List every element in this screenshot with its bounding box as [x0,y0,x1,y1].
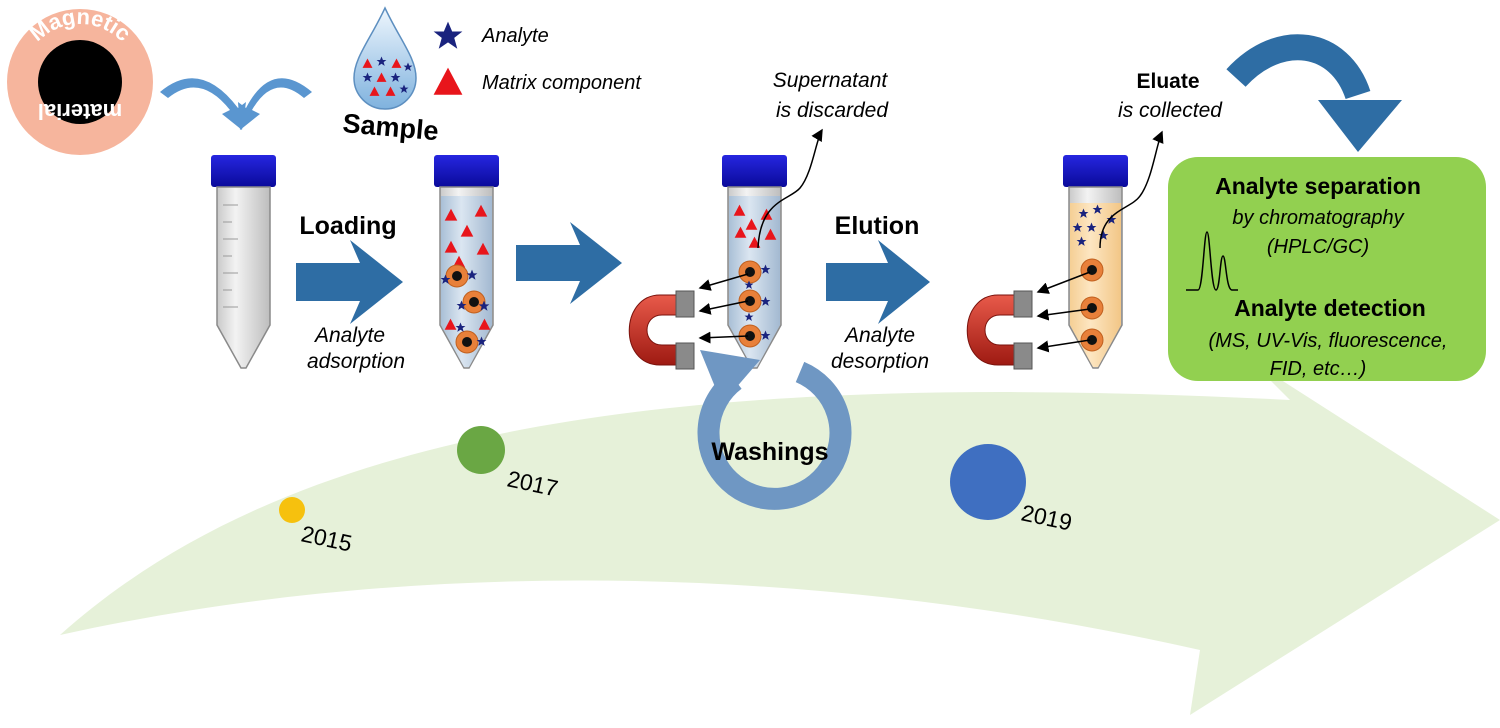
legend-analyte: Analyte [481,25,549,47]
magnet-1-icon [628,290,695,370]
tube-eluate [1063,155,1128,369]
svg-text:material: material [38,99,122,124]
timeline-year-2019: 2019 [950,444,1074,536]
supernatant-line-2: is discarded [776,99,889,122]
eluate-line-2: is collected [1118,99,1223,122]
tube-washing [722,155,787,369]
elution-desc-1: Analyte [843,324,915,347]
elution-arrow [826,240,930,324]
supernatant-line-1: Supernatant [773,69,889,92]
curved-arrow-to-analysis [1226,34,1402,152]
supernatant-pointer [757,128,823,249]
separation-title: Analyte separation [1215,173,1421,199]
sample-label: Sample [341,108,439,146]
loading-desc-1: Analyte [313,324,385,347]
elution-title: Elution [835,212,920,240]
eluate-title: Eluate [1136,70,1199,93]
detection-line-1: (MS, UV-Vis, fluorescence, [1209,330,1448,352]
sample-drop-icon [353,6,417,110]
separation-line-1: by chromatography [1232,207,1404,229]
magnetic-material-icon: Magnetic material [7,4,153,155]
tube-loaded [434,155,499,369]
washings-title: Washings [711,438,828,466]
legend-matrix: Matrix component [482,72,642,94]
eluate-pointer [1099,130,1164,249]
loading-arrow [296,240,403,324]
detection-title: Analyte detection [1234,295,1426,321]
year-dot-2015 [279,497,305,523]
year-dot-2019 [950,444,1026,520]
matrix-triangle-icon [433,67,463,95]
legend: Analyte Matrix component [433,21,642,95]
separation-line-2: (HPLC/GC) [1267,236,1369,258]
washings-cycle-icon [697,350,852,510]
loading-title: Loading [299,212,396,240]
tube-empty [211,155,276,369]
loading-desc-2: adsorption [307,350,405,373]
material-label: material [38,99,122,124]
magnetic-force-arrows-2 [1036,271,1091,353]
analyte-star-icon [433,21,463,49]
merge-arrows [160,78,312,130]
magnetic-force-arrows-1 [698,273,749,344]
elution-desc-2: desorption [831,350,929,373]
year-dot-2017 [457,426,505,474]
timeline-arrow [60,360,1500,715]
magnet-2-icon [966,290,1033,370]
transfer-arrow [516,222,622,304]
chromatogram-icon [1186,231,1238,291]
analysis-box: Analyte separation by chromatography (HP… [1168,157,1486,381]
detection-line-2: FID, etc…) [1270,358,1367,380]
